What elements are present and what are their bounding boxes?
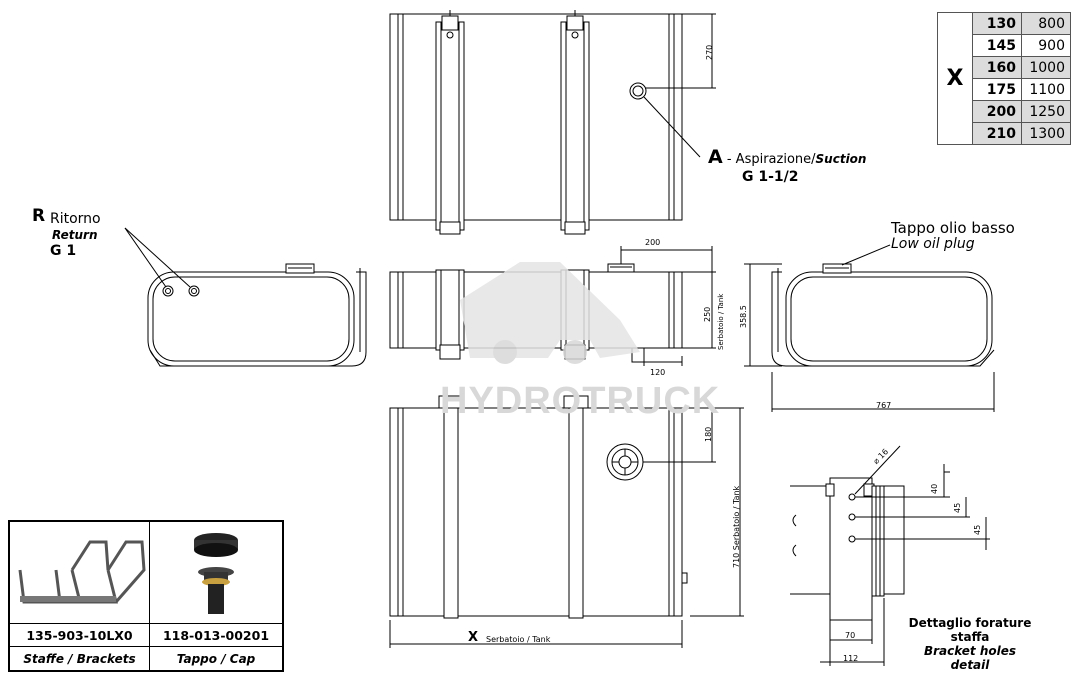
brackets-image — [18, 540, 146, 604]
part-caption: Tappo / Cap — [176, 652, 256, 666]
part-brackets[interactable]: 135-903-10LX0 Staffe / Brackets — [10, 522, 149, 670]
dim-180: 180 — [704, 426, 713, 442]
dim-270: 270 — [705, 44, 714, 60]
dim-767: 767 — [876, 401, 892, 410]
x-value: 130 — [972, 12, 1022, 35]
part-cap[interactable]: 118-013-00201 Tappo / Cap — [150, 522, 282, 670]
x-value: 200 — [972, 100, 1022, 123]
dim-40: 40 — [930, 483, 939, 494]
x-value: 145 — [972, 34, 1022, 57]
table-row: X 130 800 — [937, 12, 1071, 145]
detail-label-it-1: Dettaglio forature — [908, 616, 1032, 630]
dim-70: 70 — [845, 631, 856, 640]
bottom-view — [389, 395, 744, 648]
length-value: 1300 — [1021, 122, 1071, 145]
return-thread: G 1 — [50, 243, 77, 259]
parts-box: 135-903-10LX0 Staffe / Brackets 118-013-… — [8, 520, 284, 672]
detail-label-it-2: staffa — [950, 630, 990, 644]
top-view — [389, 10, 716, 235]
table-row: 210 1300 — [938, 122, 1071, 145]
left-side-view — [124, 227, 367, 367]
parts-divider — [10, 623, 282, 624]
detail-label-en-2: detail — [950, 658, 990, 672]
dim-x-sub: Serbatoio / Tank — [486, 635, 551, 644]
suction-thread: G 1-1/2 — [742, 169, 799, 185]
length-value: 900 — [1021, 34, 1071, 57]
parts-divider — [10, 646, 282, 647]
watermark-text: HYDROTRUCK — [440, 380, 721, 422]
dim-250-sub: Serbatoio / Tank — [717, 293, 725, 350]
x-value: 175 — [972, 78, 1022, 101]
x-dimension-table: X 130 800 145 900 160 1000 175 1100 200 … — [937, 12, 1071, 145]
return-letter: R — [32, 206, 46, 226]
plug-label-en: Low oil plug — [891, 236, 975, 252]
table-row: 160 1000 — [938, 56, 1071, 79]
return-label-en: Return — [52, 228, 98, 242]
plug-label-it: Tappo olio basso — [891, 219, 1015, 237]
dim-250: 250 — [703, 306, 712, 322]
suction-label-en: Suction — [815, 152, 867, 166]
length-value: 1000 — [1021, 56, 1071, 79]
suction-label-it: - Aspirazione/ — [722, 152, 816, 167]
length-value: 1250 — [1021, 100, 1071, 123]
x-value: 160 — [972, 56, 1022, 79]
dim-200: 200 — [645, 238, 661, 247]
dim-358: 358.5 — [739, 305, 748, 328]
watermark-truck — [460, 262, 640, 364]
dim-45-b: 45 — [973, 524, 982, 535]
part-code: 135-903-10LX0 — [26, 628, 133, 643]
length-value: 800 — [1021, 12, 1071, 35]
length-value: 1100 — [1021, 78, 1071, 101]
right-side-view — [744, 244, 995, 412]
return-label-it: Ritorno — [50, 211, 101, 227]
part-caption: Staffe / Brackets — [23, 652, 136, 666]
x-value: 210 — [972, 122, 1022, 145]
parts-column-divider — [149, 522, 150, 670]
bracket-holes-detail — [790, 445, 990, 666]
part-code: 118-013-00201 — [162, 628, 270, 643]
x-table-header: X — [937, 12, 973, 145]
dim-x: X — [468, 630, 479, 645]
cap-image — [194, 533, 238, 614]
dim-120: 120 — [650, 368, 666, 377]
dim-112: 112 — [843, 654, 859, 663]
detail-label-en-1: Bracket holes — [923, 644, 1017, 658]
suction-letter: A — [708, 146, 723, 168]
suction-label: A - Aspirazione/Suction — [708, 146, 866, 168]
detail-caption: Dettaglio forature staffa Bracket holes … — [905, 616, 1035, 672]
dim-710: 710 Serbatoio / Tank — [732, 485, 741, 568]
dim-45-a: 45 — [953, 502, 962, 513]
